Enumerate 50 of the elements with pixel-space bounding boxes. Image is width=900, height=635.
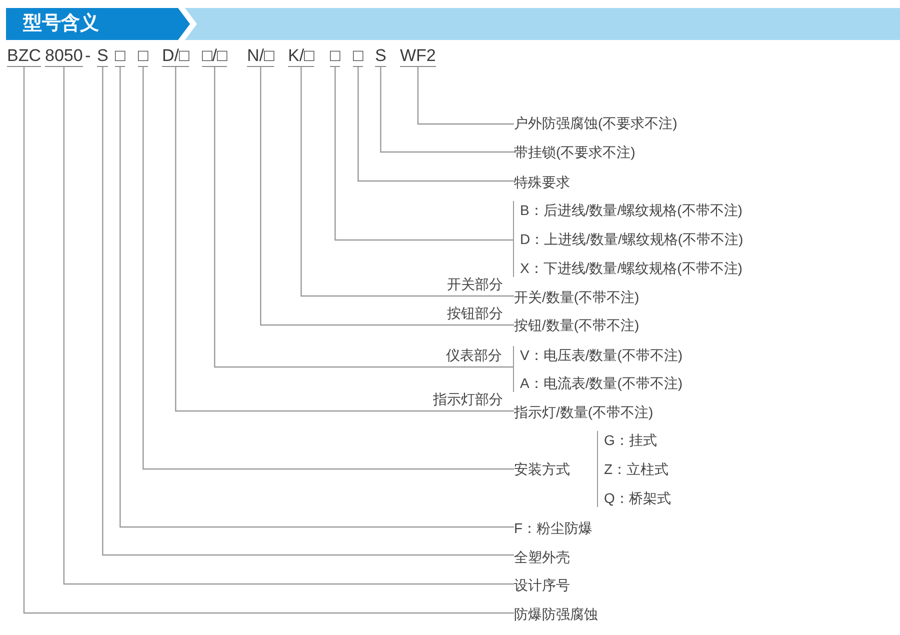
option-text: X：下进线/数量/螺纹规格(不带不注) — [520, 259, 744, 277]
option-text: D：上进线/数量/螺纹规格(不带不注) — [520, 230, 744, 248]
code-segment: N/□ — [247, 46, 274, 67]
option-text: 带挂锁(不要求不注) — [514, 143, 636, 161]
leader-line — [175, 67, 514, 412]
leader-line — [334, 67, 513, 241]
bracket-group — [597, 431, 671, 507]
option-text: 按钮/数量(不带不注) — [514, 316, 640, 334]
option-text: 全塑外壳 — [514, 548, 570, 566]
option-text: 防爆防强腐蚀 — [514, 605, 598, 623]
edge-label: 指示灯部分 — [433, 390, 503, 408]
code-segment: S — [375, 46, 386, 67]
leader-line — [417, 67, 514, 125]
code-segment: □ — [353, 46, 364, 67]
code-segment: 8050 — [45, 46, 83, 67]
code-segment: □ — [138, 46, 148, 67]
leader-line — [358, 67, 514, 182]
option-text: 设计序号 — [514, 576, 570, 594]
bracket-group — [513, 346, 683, 392]
code-segment: □ — [115, 46, 126, 67]
leader-line — [214, 67, 513, 368]
title-banner: 型号含义 — [6, 8, 191, 40]
leader-line — [260, 67, 514, 326]
option-text: Q：桥架式 — [604, 489, 671, 507]
option-text: 指示灯/数量(不带不注) — [514, 403, 654, 421]
option-text: 开关/数量(不带不注) — [514, 288, 640, 306]
option-text: 安装方式 — [514, 460, 570, 478]
code-segment: BZC — [7, 46, 41, 67]
option-text: F：粉尘防爆 — [514, 519, 593, 537]
code-segment: S — [97, 46, 108, 67]
code-segment: D/□ — [162, 46, 190, 67]
option-text: B：后进线/数量/螺纹规格(不带不注) — [520, 201, 744, 219]
option-text: 特殊要求 — [514, 173, 570, 191]
option-text: A：电流表/数量(不带不注) — [520, 374, 683, 392]
leader-line — [380, 67, 514, 153]
bracket-group — [513, 201, 744, 277]
leader-line — [300, 67, 514, 297]
code-segment: K/□ — [288, 46, 314, 67]
option-text: V：电压表/数量(不带不注) — [520, 346, 683, 364]
edge-label: 仪表部分 — [446, 346, 502, 364]
option-text: G：挂式 — [604, 431, 658, 449]
code-segment: □ — [330, 46, 340, 67]
leader-line — [142, 67, 514, 470]
code-segment: WF2 — [400, 46, 436, 67]
code-segment: □/□ — [202, 46, 228, 67]
code-separator: - — [85, 46, 91, 65]
option-text: 户外防强腐蚀(不要求不注) — [514, 114, 678, 132]
edge-label: 开关部分 — [447, 275, 503, 293]
option-text: Z：立柱式 — [604, 460, 670, 478]
edge-label: 按钮部分 — [447, 304, 503, 322]
